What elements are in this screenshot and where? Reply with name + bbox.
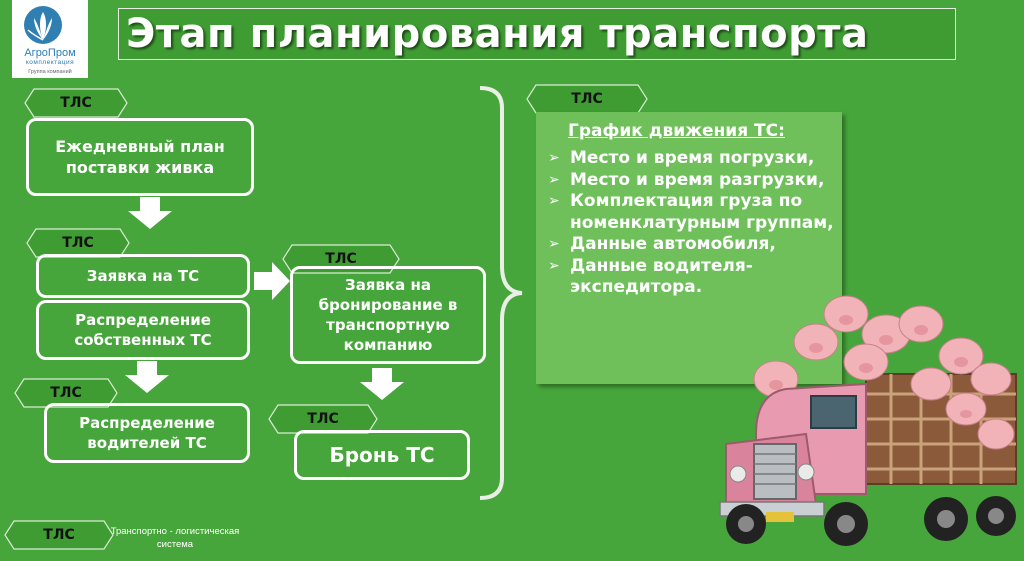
tls-tag-label: ТЛС bbox=[50, 385, 82, 401]
tag-shape bbox=[14, 378, 118, 408]
logo-subtitle: комплектация bbox=[25, 59, 75, 66]
own-vehicles-box: Распределение собственных ТС bbox=[36, 300, 250, 360]
daily-plan-box: Ежедневный план поставки живка bbox=[26, 118, 254, 196]
white-arrow-icon bbox=[254, 262, 290, 300]
tls-tag-footer: ТЛС bbox=[4, 520, 114, 550]
schedule-item: ➢Место и время погрузки, bbox=[548, 148, 815, 168]
vehicle-request-label: Заявка на ТС bbox=[86, 267, 200, 285]
schedule-item: ➢Данные водителя-экспедитора. bbox=[548, 255, 753, 298]
schedule-item: ➢Место и время разгрузки, bbox=[548, 169, 825, 190]
drivers-box: Распределение водителей ТС bbox=[44, 403, 250, 463]
chevron-bullet-icon: ➢ bbox=[548, 257, 560, 274]
booking-request-box: Заявка на бронирование в транспортную ко… bbox=[290, 266, 486, 364]
white-arrow-icon bbox=[125, 361, 169, 393]
daily-plan-label: Ежедневный план поставки живка bbox=[55, 137, 225, 177]
tag-shape bbox=[26, 228, 130, 258]
booking-label: Бронь ТС bbox=[329, 443, 435, 467]
tls-tag-label: ТЛС bbox=[43, 527, 75, 543]
chevron-bullet-icon: ➢ bbox=[548, 171, 560, 188]
tag-shape bbox=[4, 520, 114, 550]
white-arrow-icon bbox=[128, 197, 172, 229]
chevron-bullet-icon: ➢ bbox=[548, 150, 560, 166]
drivers-label: Распределение водителей ТС bbox=[79, 414, 215, 452]
white-arrow-icon bbox=[360, 368, 404, 400]
tls-tag-label: ТЛС bbox=[60, 95, 92, 111]
schedule-panel bbox=[536, 112, 842, 384]
own-vehicles-label: Распределение собственных ТС bbox=[74, 311, 212, 349]
wheat-globe-icon bbox=[24, 6, 62, 44]
schedule-item: ➢Комплектация груза по номенклатурным гр… bbox=[548, 191, 834, 233]
title-bar bbox=[118, 8, 956, 60]
vehicle-request-box: Заявка на ТС bbox=[36, 254, 250, 298]
chevron-bullet-icon: ➢ bbox=[548, 193, 560, 209]
pig-truck-illustration bbox=[719, 295, 1017, 546]
tls-tag-label: ТЛС bbox=[571, 91, 603, 107]
tag-shape bbox=[268, 404, 378, 434]
logo-group: Группа компаний bbox=[28, 69, 72, 75]
tls-tag-3: ТЛС bbox=[14, 378, 118, 408]
tls-tag-1: ТЛС bbox=[24, 88, 128, 118]
tls-tag-5: ТЛС bbox=[268, 404, 378, 434]
tls-tag-6: ТЛС bbox=[526, 84, 648, 114]
tls-tag-label: ТЛС bbox=[62, 235, 94, 251]
footer-caption: Транспортно - логистическая система bbox=[110, 526, 240, 550]
schedule-title: График движения ТС: bbox=[568, 121, 785, 141]
schedule-item: ➢Данные автомобиля, bbox=[548, 234, 776, 254]
schedule-list: ➢Место и время погрузки, ➢Место и время … bbox=[548, 148, 844, 299]
page-title: Этап планирования транспорта bbox=[126, 11, 869, 57]
logo-name: АгроПром bbox=[24, 47, 76, 59]
chevron-bullet-icon: ➢ bbox=[548, 236, 560, 252]
booking-box: Бронь ТС bbox=[294, 430, 470, 480]
tag-shape bbox=[24, 88, 128, 118]
tls-tag-label: ТЛС bbox=[325, 251, 357, 267]
brace-bracket bbox=[479, 86, 523, 500]
tls-tag-label: ТЛС bbox=[307, 411, 339, 427]
booking-request-label: Заявка на бронирование в транспортную ко… bbox=[318, 276, 458, 354]
tls-tag-2: ТЛС bbox=[26, 228, 130, 258]
